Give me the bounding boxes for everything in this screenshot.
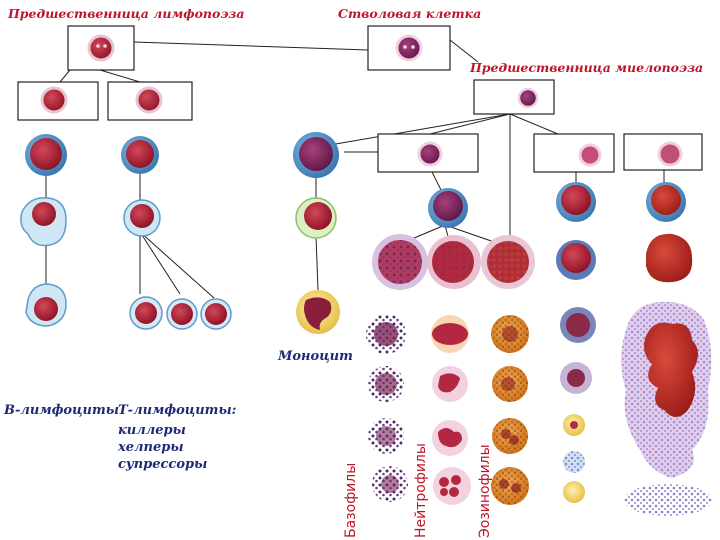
t-lymphocytes-label: Т-лимфоциты: xyxy=(118,403,237,418)
granulocyte-precursor-cell xyxy=(417,141,443,167)
b-precursor-cell xyxy=(40,86,68,114)
t-type-killers: киллеры xyxy=(118,423,186,438)
lymphoid-lineage xyxy=(20,134,232,330)
myelo-precursor-label: Предшественница миелопоэза xyxy=(470,60,704,75)
t-lymphocyte-types: киллеры хелперы супрессоры xyxy=(118,422,207,473)
lymph-precursor-label: Предшественница лимфопоэза xyxy=(8,6,245,21)
stem-cell xyxy=(395,34,423,62)
stem-cell-label: Стволовая клетка xyxy=(338,6,482,21)
erythrocyte xyxy=(563,481,585,503)
megakaryo-precursor-cell xyxy=(657,141,683,167)
promegakaryocyte xyxy=(646,233,693,283)
megakaryocyte-lineage xyxy=(621,182,712,516)
erythroid-lineage xyxy=(556,182,596,503)
myelo-precursor-box xyxy=(473,79,555,115)
neutrophil-4 xyxy=(433,467,471,505)
eosinophils-label: Эозинофилы xyxy=(477,444,493,538)
precursor-cells xyxy=(40,34,683,167)
platelets xyxy=(624,484,712,516)
b-lymphocytes-label: В-лимфоциты xyxy=(4,403,119,418)
lymph-precursor-cell xyxy=(87,34,115,62)
megakaryocyte-nucleus xyxy=(644,322,698,417)
t-type-helpers: хелперы xyxy=(118,440,184,455)
monocyte-label: Моноцит xyxy=(278,349,353,364)
erythro-precursor-box xyxy=(533,133,615,173)
neutrophils-label: Нейтрофилы xyxy=(413,443,429,538)
t-type-suppressors: супрессоры xyxy=(118,457,208,472)
erythro-precursor-cell xyxy=(578,143,602,167)
monocyte-lineage xyxy=(293,132,340,334)
granulocyte-lineage xyxy=(366,188,535,505)
myelo-precursor-cell xyxy=(517,87,539,109)
basophils-label: Базофилы xyxy=(343,462,359,538)
t-precursor-cell xyxy=(135,86,163,114)
